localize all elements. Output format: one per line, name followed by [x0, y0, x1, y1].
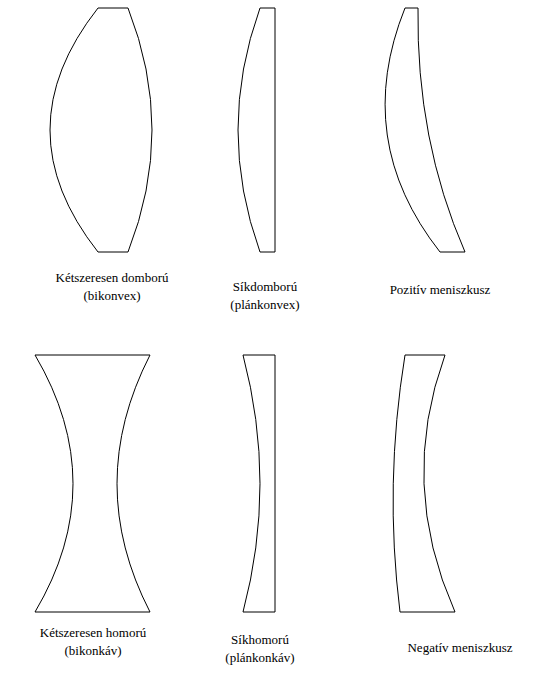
lens-caption: (plánkonkáv)	[225, 650, 294, 666]
lens-caption: (bikonvex)	[83, 288, 140, 304]
lens-caption: Pozitív meniszkusz	[390, 282, 491, 298]
negative-meniscus-lens	[393, 355, 455, 612]
lens-caption: (plánkonvex)	[230, 297, 299, 313]
lens-caption: Síkhomorú	[231, 632, 289, 648]
planoconcave-lens	[243, 355, 275, 612]
positive-meniscus-lens	[385, 8, 465, 252]
biconcave-lens	[35, 355, 150, 612]
planoconvex-lens	[238, 8, 275, 252]
lens-caption: Negatív meniszkusz	[407, 640, 512, 656]
biconvex-lens	[50, 8, 152, 252]
lens-caption: Kétszeresen domború	[56, 270, 169, 286]
lens-caption: (bikonkáv)	[64, 643, 121, 659]
lens-caption: Kétszeresen homorú	[40, 625, 147, 641]
lens-caption: Síkdomború	[233, 279, 297, 295]
